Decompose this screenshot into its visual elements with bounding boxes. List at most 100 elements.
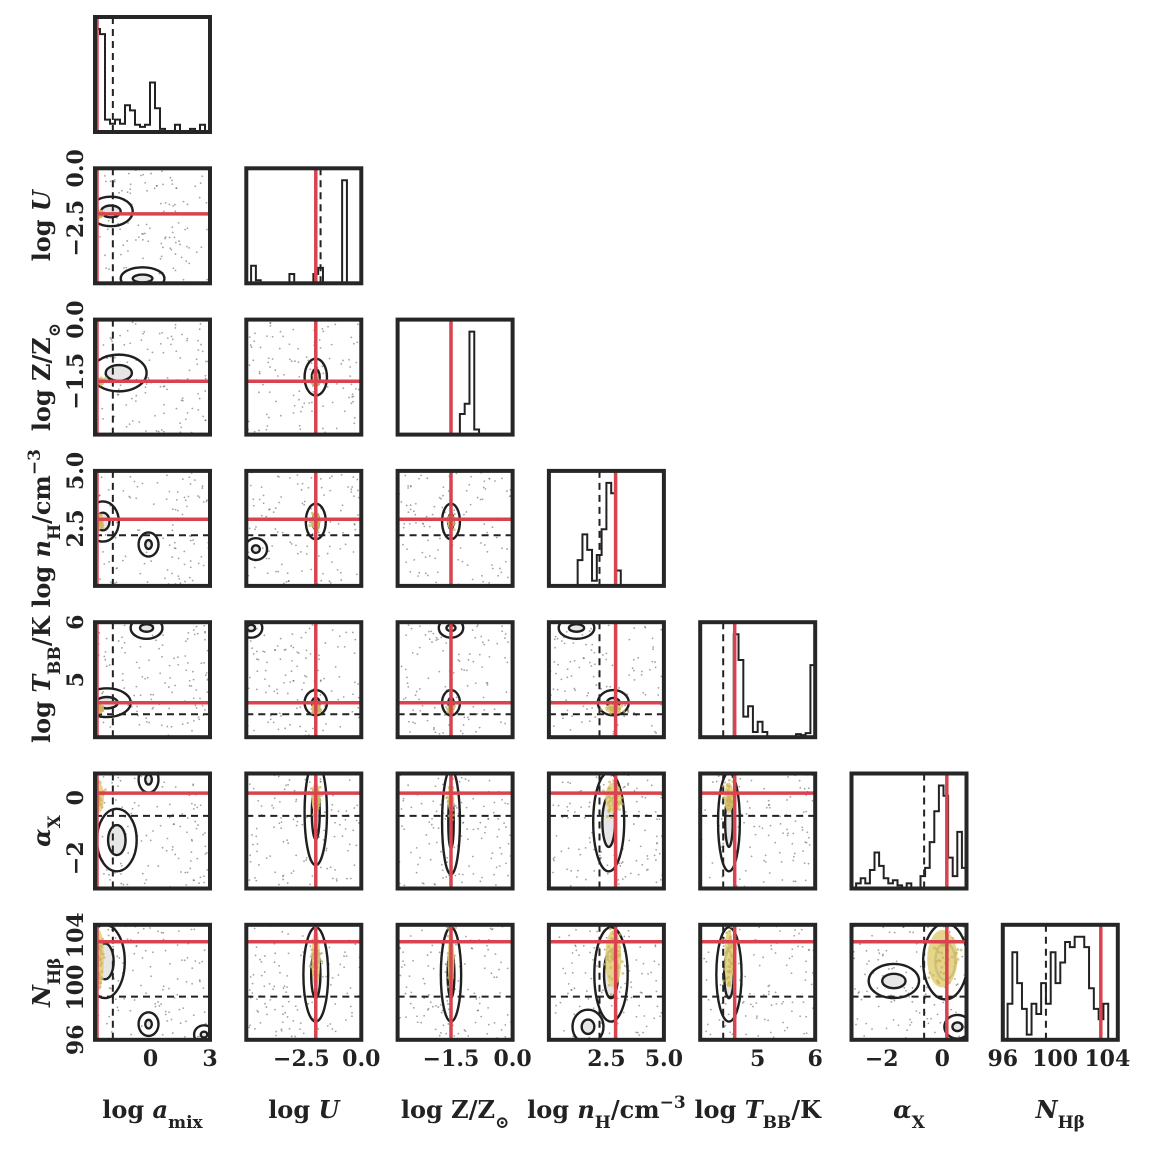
posterior-sample [959,948,963,952]
sample-point [323,494,325,497]
sample-point [432,632,435,635]
sample-point [739,777,742,780]
sample-point [318,654,320,657]
sample-point [311,532,314,535]
sample-point [151,951,154,954]
sample-point [188,684,191,687]
sample-point [111,340,113,343]
sample-point [181,723,184,726]
sample-point [479,880,482,883]
sample-point [407,784,410,787]
sample-point [260,974,263,977]
sample-point [266,1013,268,1016]
sample-point [265,1006,268,1008]
sample-point [500,1028,503,1031]
sample-point [191,982,194,985]
sample-point [273,826,275,829]
sample-point [204,674,207,677]
sample-point [160,724,163,727]
sample-point [484,826,487,828]
sample-point [561,717,564,720]
sample-point [855,1023,857,1026]
sample-point [334,1030,337,1033]
posterior-sample [729,961,733,965]
sample-point [617,878,620,881]
sample-point [442,732,445,734]
sample-point [155,639,157,642]
sample-point [472,705,475,708]
sample-point [435,581,438,584]
sample-point [158,647,160,650]
sample-point [280,563,283,566]
sample-point [628,935,631,938]
sample-point [325,723,327,725]
contour-inner [951,1021,964,1033]
sample-point [337,698,340,701]
sample-point [297,361,300,364]
sample-point [421,551,424,554]
sample-point [758,964,761,967]
posterior-sample [940,944,944,948]
sample-point [321,427,324,430]
sample-point [573,987,576,990]
sample-point [501,630,504,633]
sample-point [445,1032,448,1035]
sample-point [287,933,289,935]
sample-point [650,724,653,727]
sample-point [251,992,254,994]
sample-point [457,653,460,656]
sample-point [501,477,503,480]
posterior-sample [317,801,321,805]
posterior-sample [99,709,103,712]
sample-point [126,240,129,242]
sample-point [171,524,174,526]
posterior-sample [607,983,611,987]
sample-point [168,803,171,806]
sample-point [317,669,319,672]
sample-point [310,507,312,510]
sample-point [705,960,708,963]
sample-point [619,864,622,867]
sample-point [482,486,485,489]
sample-point [297,652,300,655]
sample-point [206,868,209,871]
sample-point [565,630,568,633]
sample-point [174,323,177,326]
sample-point [117,394,120,396]
posterior-sample [932,946,936,950]
sample-point [258,498,261,501]
sample-point [349,987,352,989]
sample-point [627,783,629,786]
sample-point [618,862,621,865]
sample-point [287,1000,290,1003]
sample-point [628,839,631,842]
sample-point [591,707,594,709]
x-tick-label: 0.0 [342,1046,380,1072]
sample-point [279,330,282,333]
sample-point [412,721,414,724]
sample-point [930,1017,932,1020]
panel-logU-vs-logU [244,166,364,286]
sample-point [168,816,171,819]
sample-point [486,944,488,947]
sample-point [320,486,323,489]
sample-point [324,642,327,644]
sample-point [149,965,152,968]
sample-point [173,657,176,660]
sample-point [341,835,344,838]
panel-frame [698,771,818,891]
sample-point [205,228,208,231]
sample-point [196,632,199,635]
sample-point [299,410,302,413]
sample-point [433,505,436,508]
sample-point [633,679,636,681]
sample-point [168,203,171,206]
sample-point [292,870,295,872]
sample-point [573,659,576,662]
sample-point [192,539,194,542]
sample-point [788,957,791,960]
posterior-sample [728,937,732,941]
contour-inner [580,1018,596,1036]
sample-point [160,429,163,431]
